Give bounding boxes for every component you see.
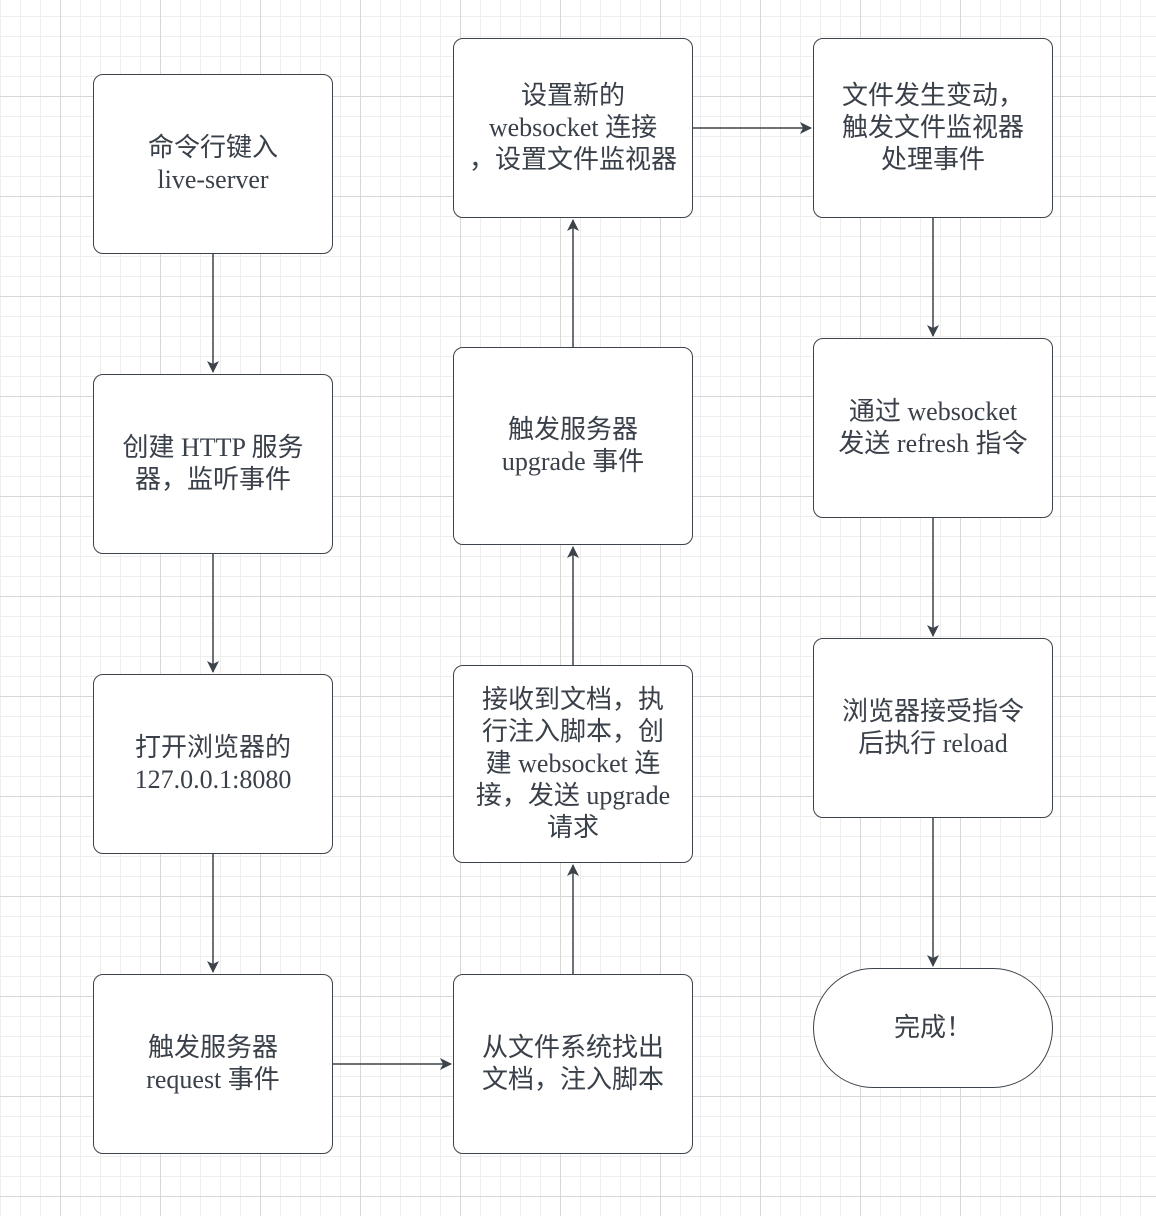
node-setup-websocket-label: 设置新的 websocket 连接 ，设置文件监视器	[468, 81, 677, 174]
node-find-document-label: 从文件系统找出 文档，注入脚本	[481, 1033, 664, 1094]
node-receive-document[interactable]: 接收到文档，执 行注入脚本，创 建 websocket 连 接，发送 upgra…	[453, 665, 693, 863]
node-browser-reload[interactable]: 浏览器接受指令 后执行 reload	[813, 638, 1053, 818]
node-file-changed[interactable]: 文件发生变动， 触发文件监视器 处理事件	[813, 38, 1053, 218]
node-trigger-upgrade[interactable]: 触发服务器 upgrade 事件	[453, 347, 693, 545]
node-cmd-input[interactable]: 命令行键入 live-server	[93, 74, 333, 254]
node-create-http-server[interactable]: 创建 HTTP 服务 器，监听事件	[93, 374, 333, 554]
node-setup-websocket[interactable]: 设置新的 websocket 连接 ，设置文件监视器	[453, 38, 693, 218]
node-send-refresh-label: 通过 websocket 发送 refresh 指令	[838, 397, 1028, 458]
node-send-refresh[interactable]: 通过 websocket 发送 refresh 指令	[813, 338, 1053, 518]
node-cmd-input-label: 命令行键入 live-server	[147, 133, 278, 194]
node-open-browser-label: 打开浏览器的 127.0.0.1:8080	[134, 733, 292, 794]
node-receive-document-label: 接收到文档，执 行注入脚本，创 建 websocket 连 接，发送 upgra…	[475, 685, 671, 842]
node-file-changed-label: 文件发生变动， 触发文件监视器 处理事件	[841, 81, 1024, 174]
node-trigger-upgrade-label: 触发服务器 upgrade 事件	[501, 415, 645, 476]
node-trigger-request-label: 触发服务器 request 事件	[146, 1033, 280, 1094]
node-open-browser[interactable]: 打开浏览器的 127.0.0.1:8080	[93, 674, 333, 854]
node-done-label: 完成！	[893, 1013, 972, 1042]
node-create-http-server-label: 创建 HTTP 服务 器，监听事件	[122, 433, 304, 494]
node-browser-reload-label: 浏览器接受指令 后执行 reload	[841, 697, 1024, 758]
node-find-document[interactable]: 从文件系统找出 文档，注入脚本	[453, 974, 693, 1154]
node-done[interactable]: 完成！	[813, 968, 1053, 1088]
node-trigger-request[interactable]: 触发服务器 request 事件	[93, 974, 333, 1154]
